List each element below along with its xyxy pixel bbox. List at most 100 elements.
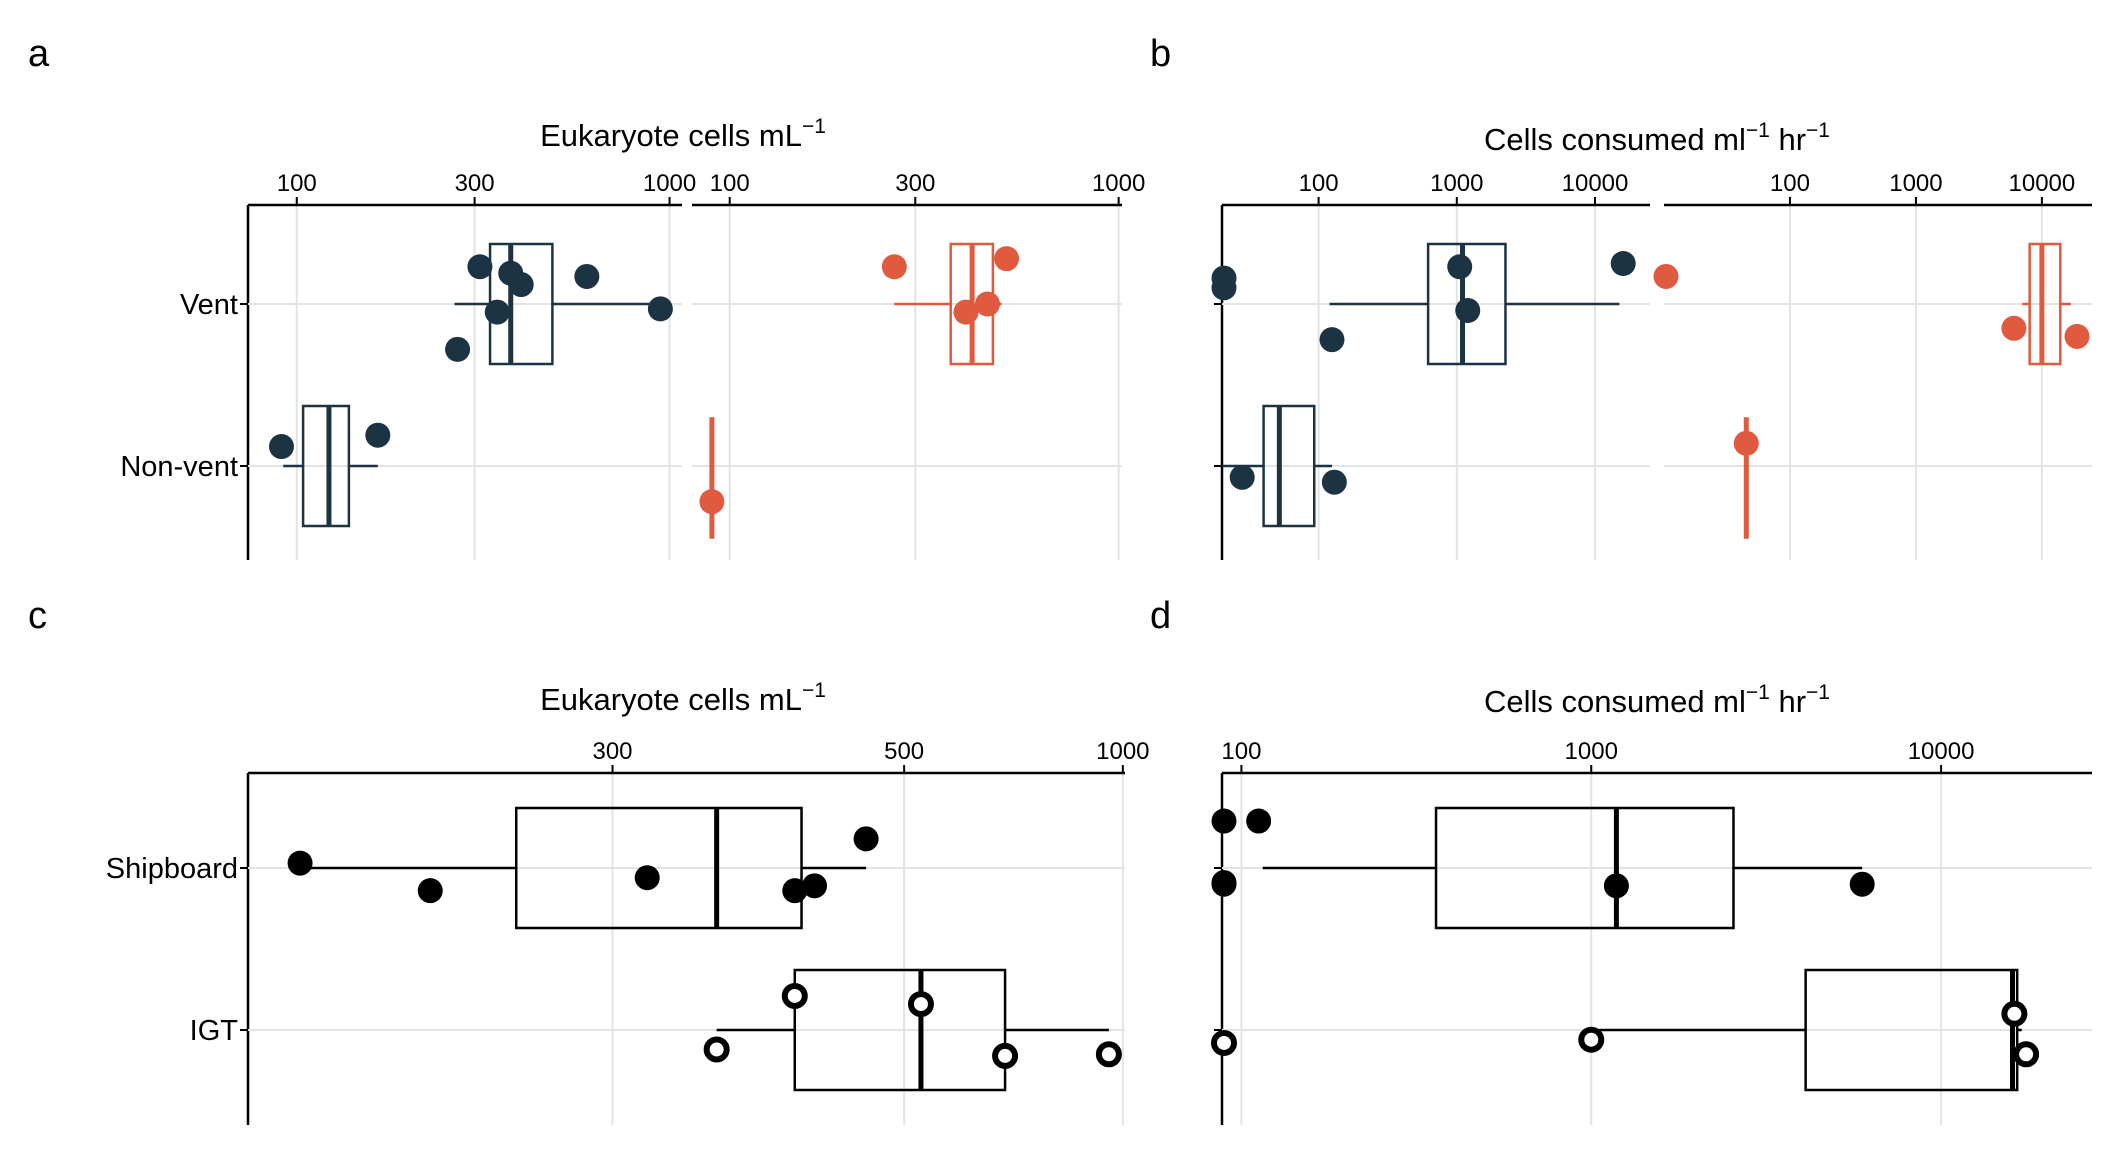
x-axis-title-text: Cells consumed ml [1484, 122, 1746, 157]
data-point [703, 1036, 730, 1063]
data-point [1211, 1029, 1237, 1056]
x-tick-label: 300 [592, 738, 632, 765]
data-point [484, 299, 510, 325]
data-point [1733, 430, 1759, 456]
x-axis-title-superscript: −1 [1746, 681, 1770, 704]
panel-label: c [28, 595, 47, 637]
x-axis-title: Cells consumed ml−1 hr−1 [1484, 119, 1830, 157]
series-vent [445, 242, 673, 366]
x-tick-label: 1000 [1889, 170, 1942, 197]
data-point [1447, 254, 1473, 280]
data-point [994, 246, 1020, 272]
facet: 100 1000 10000 [1653, 170, 2092, 560]
x-tick-label: 100 [710, 170, 750, 197]
data-point [699, 489, 725, 515]
data-point [467, 254, 493, 280]
data-point [781, 982, 808, 1009]
x-axis-title-text: Eukaryote cells mL [540, 682, 802, 717]
x-tick-label: 100 [1770, 170, 1810, 197]
series-non-vent [268, 404, 391, 528]
data-point [953, 299, 979, 325]
data-point [287, 850, 313, 876]
data-point [1578, 1026, 1605, 1053]
data-point [1211, 871, 1237, 897]
data-point [1321, 469, 1347, 495]
x-tick-label: 500 [884, 738, 924, 765]
data-point [782, 878, 808, 904]
data-point [881, 254, 907, 280]
x-axis-title-text: Eukaryote cells mL [540, 118, 802, 153]
x-tick-label: 100 [1221, 738, 1261, 765]
x-tick-label: 1000 [1092, 170, 1145, 197]
panel-label: d [1150, 595, 1171, 637]
x-tick-label: 10000 [1908, 738, 1975, 765]
series-igt [1211, 968, 2040, 1092]
x-tick-label: 100 [277, 170, 317, 197]
series-non-vent [699, 417, 725, 539]
x-axis-title-unit: hr [1770, 684, 1806, 719]
category-label: IGT [190, 1015, 239, 1047]
series-non-vent [1733, 417, 1759, 539]
data-point [417, 878, 443, 904]
data-point [268, 434, 294, 460]
x-tick-label: 10000 [2009, 170, 2076, 197]
series-vent [881, 242, 1020, 366]
data-point [974, 291, 1000, 317]
data-point [1229, 464, 1255, 490]
data-point [992, 1042, 1019, 1069]
x-tick-label: 300 [455, 170, 495, 197]
facet: 100 300 1000 [248, 170, 696, 560]
x-tick-label: 300 [895, 170, 935, 197]
box [1262, 404, 1316, 528]
x-axis-title: Eukaryote cells mL−1 [540, 679, 826, 717]
x-tick-label: 1000 [1565, 738, 1618, 765]
data-point [1603, 873, 1629, 899]
box [514, 806, 803, 930]
data-point [2013, 1041, 2040, 1068]
facet: 100 300 1000 [692, 170, 1145, 560]
x-axis-title: Cells consumed ml−1 hr−1 [1484, 681, 1830, 719]
x-axis-title-superscript: −1 [1746, 119, 1770, 142]
data-point [445, 336, 471, 362]
box [301, 404, 351, 528]
data-point [647, 296, 673, 322]
data-point [1849, 871, 1875, 897]
x-tick-label: 10000 [1562, 170, 1629, 197]
data-point [1455, 297, 1481, 323]
x-axis-title-unit: hr [1770, 122, 1806, 157]
data-point [1653, 263, 1679, 289]
box [1804, 968, 2019, 1092]
data-point [1610, 251, 1636, 276]
x-tick-label: 1000 [1430, 170, 1483, 197]
x-tick-label: 100 [1299, 170, 1339, 197]
data-point [2001, 1000, 2028, 1027]
x-tick-label: 1000 [643, 170, 696, 197]
facet: 100 1000 10000 [1211, 170, 1650, 560]
data-point [907, 991, 934, 1018]
box [1426, 242, 1507, 366]
data-point [1319, 327, 1345, 353]
series-vent [1211, 242, 1636, 366]
data-point [853, 826, 879, 852]
data-point [634, 865, 660, 891]
data-point [1211, 275, 1237, 301]
x-axis-title-superscript: −1 [802, 115, 826, 138]
facet: 100 1000 10000 [1211, 738, 2092, 1125]
box [1434, 806, 1735, 930]
series-shipboard [287, 806, 879, 930]
series-vent [1653, 242, 2090, 366]
panel-label: b [1150, 33, 1171, 75]
series-shipboard [1211, 806, 1875, 930]
box [793, 968, 1007, 1092]
box [2028, 242, 2062, 366]
data-point [1211, 808, 1237, 834]
category-label: Vent [180, 289, 238, 321]
panel-label: a [28, 33, 50, 75]
data-point [365, 422, 391, 448]
